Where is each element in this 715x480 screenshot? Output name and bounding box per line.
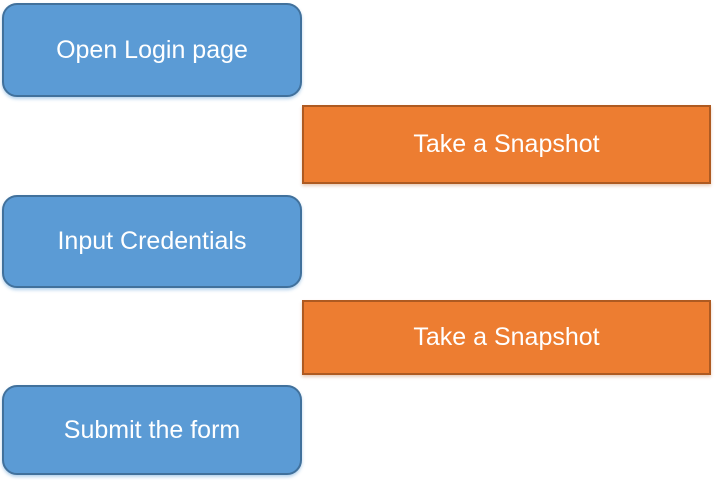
step-open-login-page: Open Login page xyxy=(2,3,302,97)
step-take-snapshot-2: Take a Snapshot xyxy=(302,300,711,375)
step-submit-the-form: Submit the form xyxy=(2,385,302,475)
step-submit-the-form-label: Submit the form xyxy=(63,415,241,444)
step-input-credentials: Input Credentials xyxy=(2,195,302,288)
step-take-snapshot-1: Take a Snapshot xyxy=(302,105,711,184)
step-take-snapshot-1-label: Take a Snapshot xyxy=(413,130,600,158)
step-open-login-page-label: Open Login page xyxy=(56,35,248,64)
step-take-snapshot-2-label: Take a Snapshot xyxy=(413,323,600,351)
step-input-credentials-label: Input Credentials xyxy=(57,227,247,255)
